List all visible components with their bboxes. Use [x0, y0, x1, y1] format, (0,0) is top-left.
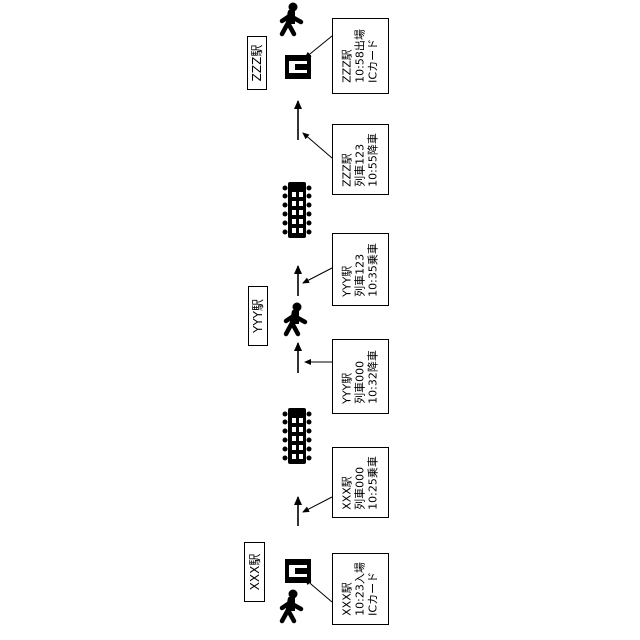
event-box-board-000: XXX駅 列車000 10:25乗車 [332, 447, 389, 518]
event-box-exit: ZZZ駅 10:58出場 ICカード [332, 18, 389, 94]
event-box-enter: XXX駅 10:23入場 ICカード [332, 553, 389, 625]
train-icon [283, 182, 312, 238]
callout-leader [305, 36, 332, 58]
person-icon [282, 590, 301, 622]
callout-leader [303, 133, 332, 158]
callout-leader [303, 268, 332, 283]
event-box-alight-123: ZZZ駅 列車123 10:55降車 [332, 124, 389, 195]
station-label-yyy: YYY駅 [248, 286, 268, 346]
train-icon [283, 408, 312, 464]
ticket-gate-icon [285, 55, 311, 79]
station-label-zzz: ZZZ駅 [247, 36, 267, 90]
event-box-alight-000: YYY駅 列車000 10:32降車 [332, 339, 389, 414]
ticket-gate-icon [285, 559, 311, 583]
person-icon [286, 303, 305, 335]
station-label-xxx: XXX駅 [244, 542, 265, 602]
person-icon [282, 3, 301, 35]
callout-leader [305, 579, 332, 602]
callout-leader [303, 497, 332, 512]
event-box-board-123: YYY駅 列車123 10:35乗車 [332, 233, 389, 306]
